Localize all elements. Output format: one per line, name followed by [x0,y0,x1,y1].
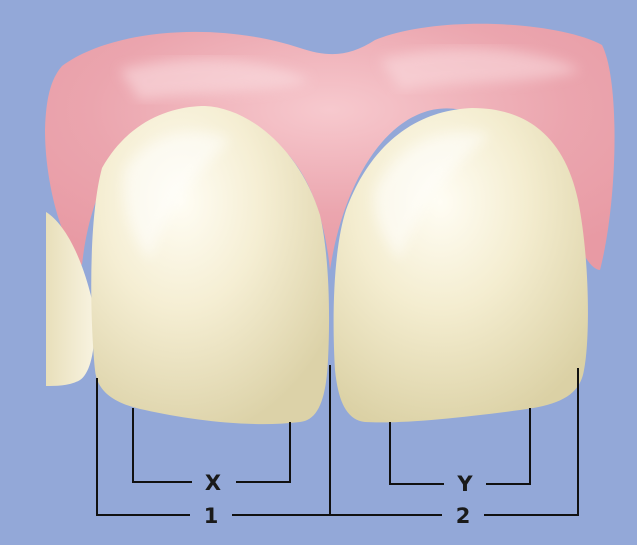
label-y: Y [456,472,473,496]
label-x: X [205,471,221,495]
label-1: 1 [204,504,219,528]
label-2: 2 [456,504,471,528]
